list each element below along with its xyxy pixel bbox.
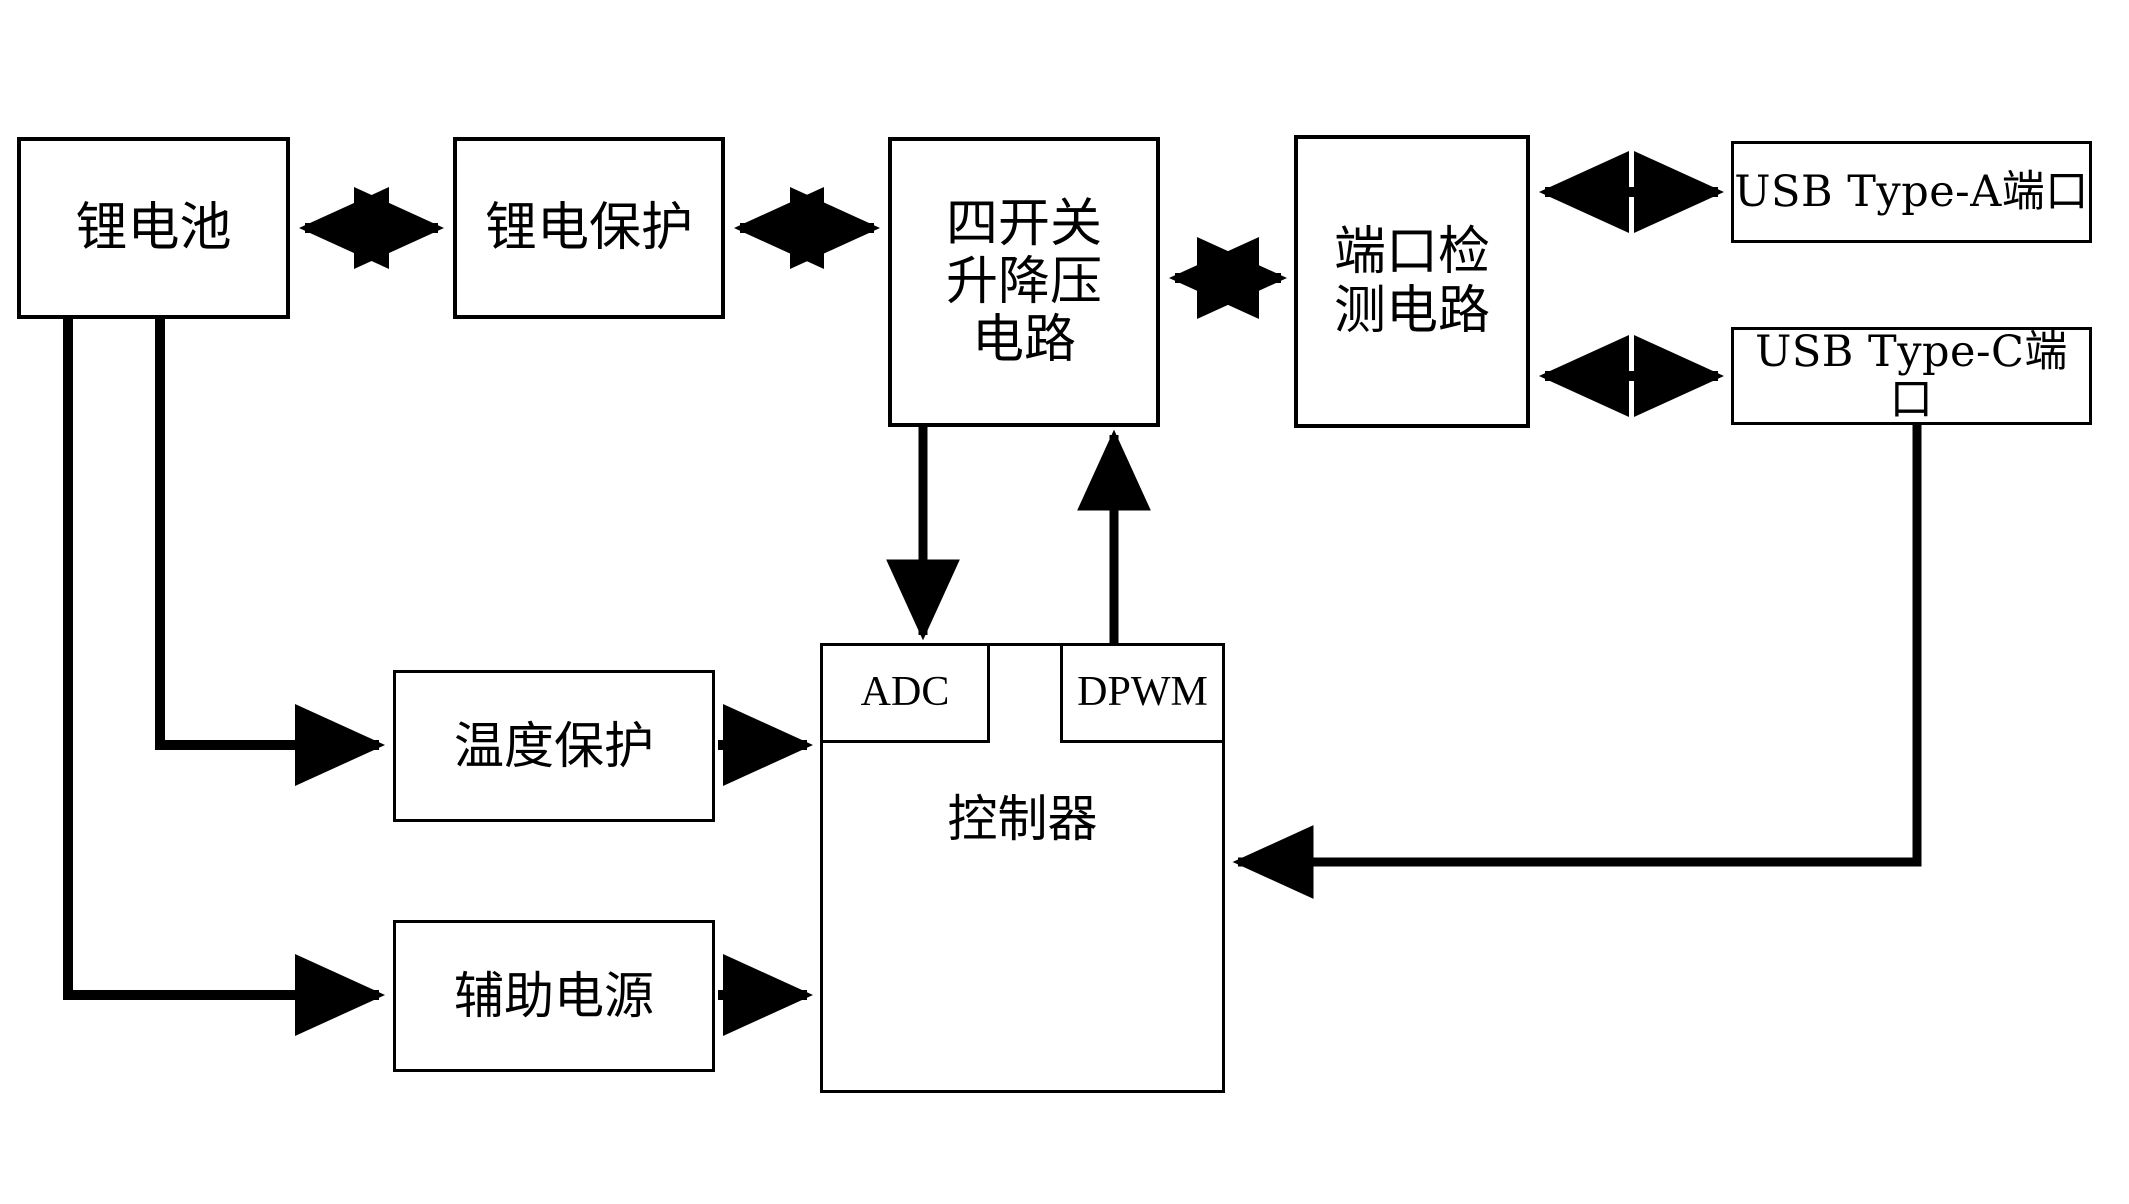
block-controller[interactable]: 控制器 xyxy=(820,643,1225,1093)
block-battery-protection-label: 锂电保护 xyxy=(484,197,693,258)
block-usb-type-c-port[interactable]: USB Type-C端口 xyxy=(1731,327,2092,425)
block-temperature-protection-label: 温度保护 xyxy=(454,717,654,775)
block-adc[interactable]: ADC xyxy=(820,643,990,743)
block-auxiliary-power-label: 辅助电源 xyxy=(454,967,654,1025)
block-four-switch-buck-boost-label: 四开关 升降压 电路 xyxy=(945,193,1102,371)
block-auxiliary-power[interactable]: 辅助电源 xyxy=(393,920,715,1072)
block-temperature-protection[interactable]: 温度保护 xyxy=(393,670,715,822)
block-battery[interactable]: 锂电池 xyxy=(17,137,290,319)
block-battery-label: 锂电池 xyxy=(75,197,232,258)
block-usb-type-c-port-label: USB Type-C端口 xyxy=(1755,326,2068,425)
link-battery-to-temp-protect xyxy=(155,319,386,786)
block-port-detection-circuit[interactable]: 端口检 测电路 xyxy=(1294,135,1530,428)
block-dpwm[interactable]: DPWM xyxy=(1060,643,1225,743)
block-controller-label: 控制器 xyxy=(947,790,1098,848)
block-usb-type-a-port-label: USB Type-A端口 xyxy=(1734,166,2089,217)
block-usb-type-a-port[interactable]: USB Type-A端口 xyxy=(1731,141,2092,243)
link-battery-to-aux-power xyxy=(63,319,386,1036)
block-port-detection-circuit-label: 端口检 测电路 xyxy=(1333,222,1490,341)
block-dpwm-label: DPWM xyxy=(1077,669,1208,716)
block-battery-protection[interactable]: 锂电保护 xyxy=(453,137,725,319)
block-adc-label: ADC xyxy=(860,669,950,716)
link-usb-c-to-controller xyxy=(1232,425,1922,899)
block-four-switch-buck-boost[interactable]: 四开关 升降压 电路 xyxy=(888,137,1160,427)
